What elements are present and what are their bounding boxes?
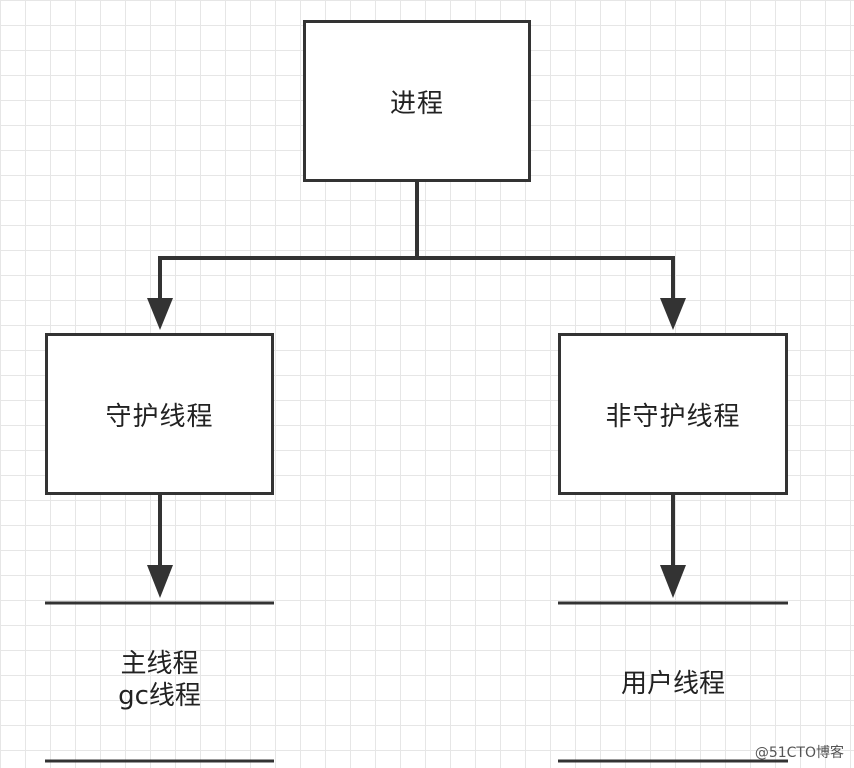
daemon-thread-node[interactable]: 守护线程	[45, 333, 274, 495]
process-node-label: 进程	[389, 88, 444, 119]
daemon-thread-list: 主线程 gc线程	[45, 648, 274, 712]
daemon-thread-node-label: 守护线程	[105, 401, 214, 432]
list-item-user-thread: 用户线程	[620, 669, 725, 699]
non-daemon-thread-node[interactable]: 非守护线程	[558, 333, 788, 495]
user-thread-list: 用户线程	[558, 668, 788, 700]
non-daemon-thread-node-label: 非守护线程	[605, 401, 741, 432]
watermark-text: @51CTO博客	[754, 745, 844, 761]
list-item-gc-thread: gc线程	[118, 681, 201, 711]
arrow-nondaemon-to-list	[660, 565, 686, 598]
list-item-main-thread: 主线程	[120, 649, 199, 679]
arrow-daemon-to-list	[147, 565, 173, 598]
arrow-to-daemon	[147, 298, 173, 330]
process-node[interactable]: 进程	[303, 20, 531, 182]
arrow-to-nondaemon	[660, 298, 686, 330]
